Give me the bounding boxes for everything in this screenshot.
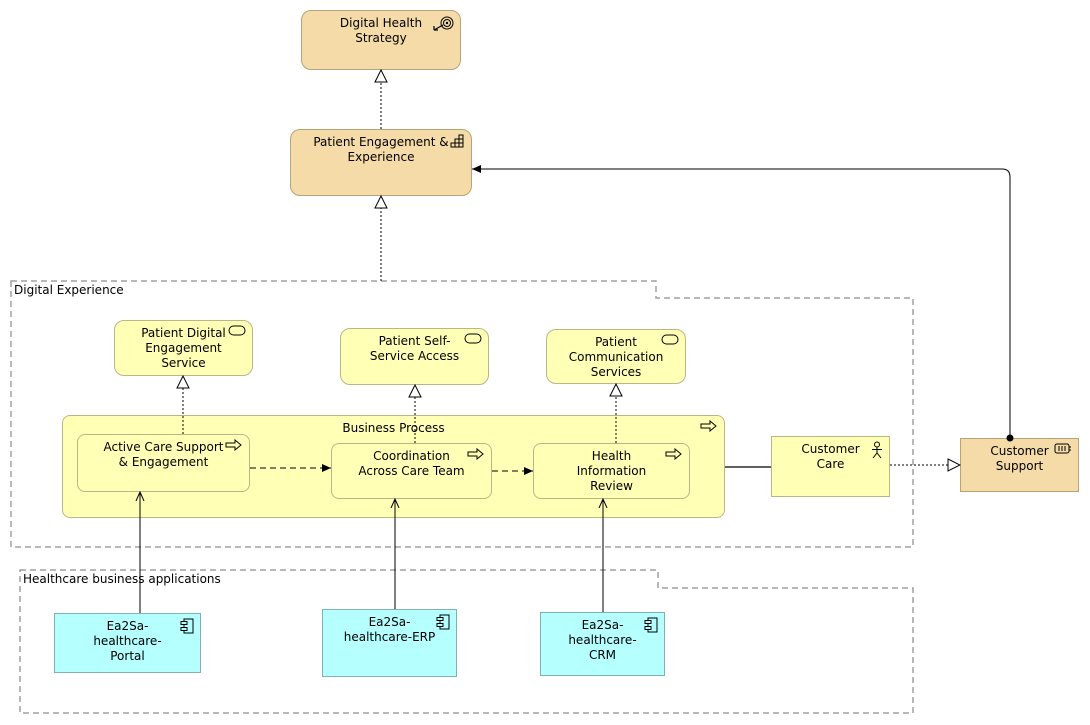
process-arrow-icon: [225, 439, 242, 451]
serving-customer-support-to-capability[interactable]: [472, 165, 1014, 442]
node-label: Health Information Review: [576, 449, 647, 493]
group-label-healthcare-business-applications: Healthcare business applications: [23, 572, 221, 586]
capability-icon: [450, 134, 464, 148]
node-label: Business Process: [342, 421, 445, 435]
process-arrow-icon: [665, 448, 682, 460]
node-label: Coordination Across Care Team: [358, 449, 465, 478]
node-label: Patient Self-Service Access: [369, 334, 460, 363]
service-icon: [228, 325, 246, 336]
goal-icon: [433, 16, 454, 31]
resource-customer-support[interactable]: Customer Support: [960, 438, 1079, 492]
actor-icon: [872, 441, 882, 459]
goal-digital-health-strategy[interactable]: Digital Health Strategy: [301, 10, 461, 70]
process-active-care-support[interactable]: Active Care Support & Engagement: [77, 434, 250, 492]
component-icon: [180, 618, 194, 634]
interface-icon: [1054, 443, 1071, 454]
process-coordination-across-care-team[interactable]: Coordination Across Care Team: [331, 443, 492, 499]
node-label: Digital Health Strategy: [339, 16, 423, 45]
process-health-information-review[interactable]: Health Information Review: [533, 443, 690, 499]
node-label: Customer Support: [990, 444, 1049, 473]
group-label-digital-experience: Digital Experience: [14, 283, 124, 297]
service-patient-self-service-access[interactable]: Patient Self-Service Access: [340, 328, 489, 385]
process-arrow-icon: [467, 448, 484, 460]
app-component-erp[interactable]: Ea2Sa-healthcare-ERP: [322, 609, 457, 677]
component-icon: [644, 617, 658, 633]
app-component-crm[interactable]: Ea2Sa-healthcare-CRM: [540, 612, 665, 676]
node-label: Patient Digital Engagement Service: [141, 326, 226, 370]
node-label: Ea2Sa-healthcare-CRM: [568, 618, 637, 662]
capability-patient-engagement-experience[interactable]: Patient Engagement & Experience: [290, 129, 472, 196]
node-label: Ea2Sa-healthcare-ERP: [343, 615, 436, 644]
node-label: Patient Engagement & Experience: [313, 135, 449, 164]
component-icon: [436, 614, 450, 630]
node-label: Active Care Support & Engagement: [103, 440, 224, 469]
node-label: Ea2Sa-healthcare-Portal: [93, 619, 162, 663]
node-label: Customer Care: [801, 442, 860, 471]
app-component-portal[interactable]: Ea2Sa-healthcare-Portal: [54, 613, 201, 673]
